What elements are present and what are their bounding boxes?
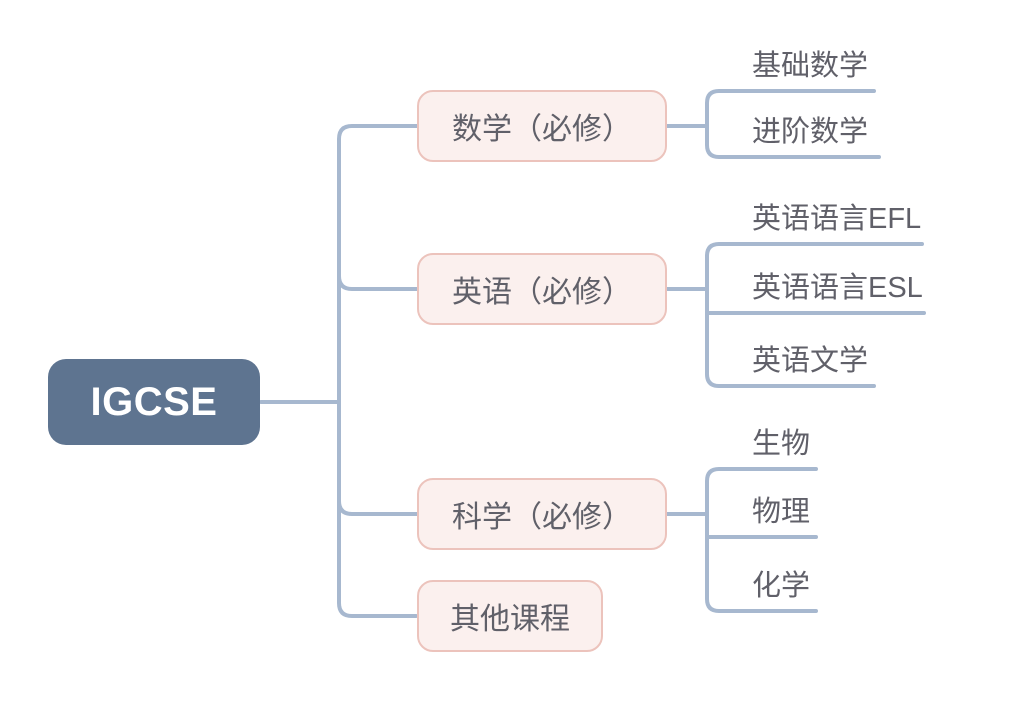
- node-leaf-chemistry[interactable]: 化学: [752, 570, 811, 602]
- node-leaf-biology[interactable]: 生物: [752, 428, 811, 460]
- node-branch-science[interactable]: 科学（必修）: [417, 478, 667, 550]
- node-root[interactable]: IGCSE: [48, 359, 260, 445]
- node-branch-math-label: 数学（必修）: [452, 113, 632, 146]
- node-branch-math[interactable]: 数学（必修）: [417, 90, 667, 162]
- connector-science-children-bracket: [705, 467, 818, 613]
- node-branch-other-courses[interactable]: 其他课程: [417, 580, 603, 652]
- node-leaf-english-language-esl[interactable]: 英语语言ESL: [752, 272, 923, 304]
- node-leaf-english-literature[interactable]: 英语文学: [752, 345, 869, 377]
- node-branch-english-label: 英语（必修）: [452, 276, 632, 309]
- connector-trunk-math-other: [337, 124, 419, 618]
- node-leaf-english-language-efl[interactable]: 英语语言EFL: [752, 203, 922, 235]
- node-root-label: IGCSE: [90, 379, 218, 424]
- node-leaf-advanced-math[interactable]: 进阶数学: [752, 116, 869, 148]
- connector-math-children-bracket: [705, 89, 881, 159]
- node-branch-other-courses-label: 其他课程: [450, 603, 570, 636]
- node-branch-science-label: 科学（必修）: [452, 501, 632, 534]
- connector-trunk-to-science: [337, 499, 419, 516]
- node-leaf-basic-math[interactable]: 基础数学: [752, 50, 869, 82]
- connector-trunk-to-english: [337, 274, 419, 291]
- node-leaf-physics[interactable]: 物理: [752, 496, 811, 528]
- node-branch-english[interactable]: 英语（必修）: [417, 253, 667, 325]
